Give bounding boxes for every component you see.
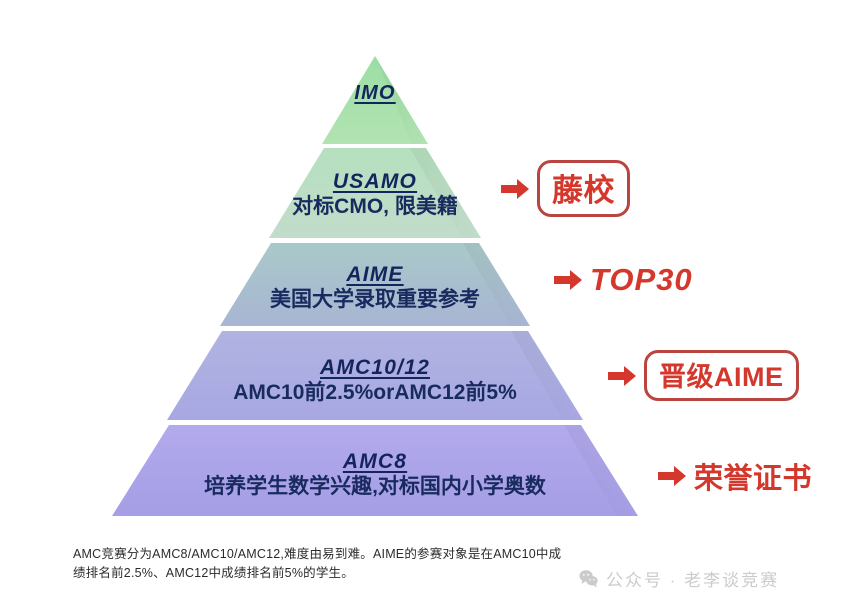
caption-line-2: 绩排名前2.5%、AMC12中成绩排名前5%的学生。	[73, 566, 354, 581]
callout-cert-label: 荣誉证书	[694, 463, 813, 495]
callout-ivy-label: 藤校	[537, 160, 630, 217]
callout-top30: TOP30	[553, 262, 693, 298]
callout-ivy: 藤校	[500, 160, 630, 217]
pyramid-tier-usamo	[269, 148, 481, 238]
pyramid-tier-aime	[220, 243, 530, 326]
pyramid-tier-amc8	[112, 425, 638, 516]
callout-aime: 晋级AIME	[607, 350, 799, 401]
callout-aime-label: 晋级AIME	[644, 350, 799, 401]
caption: AMC竞赛分为AMC8/AMC10/AMC12,难度由易到难。AIME的参赛对象…	[73, 545, 773, 584]
right-arrow-icon	[658, 466, 686, 486]
right-arrow-icon	[554, 270, 582, 290]
callout-cert: 荣誉证书	[657, 455, 812, 497]
pyramid-tier-amc1012	[167, 331, 583, 420]
right-arrow-icon	[501, 178, 529, 199]
caption-line-1: AMC竞赛分为AMC8/AMC10/AMC12,难度由易到难。AIME的参赛对象…	[73, 547, 562, 561]
pyramid-tier-imo	[322, 56, 428, 144]
right-arrow-icon	[608, 365, 636, 386]
callout-top30-label: TOP30	[590, 262, 693, 297]
